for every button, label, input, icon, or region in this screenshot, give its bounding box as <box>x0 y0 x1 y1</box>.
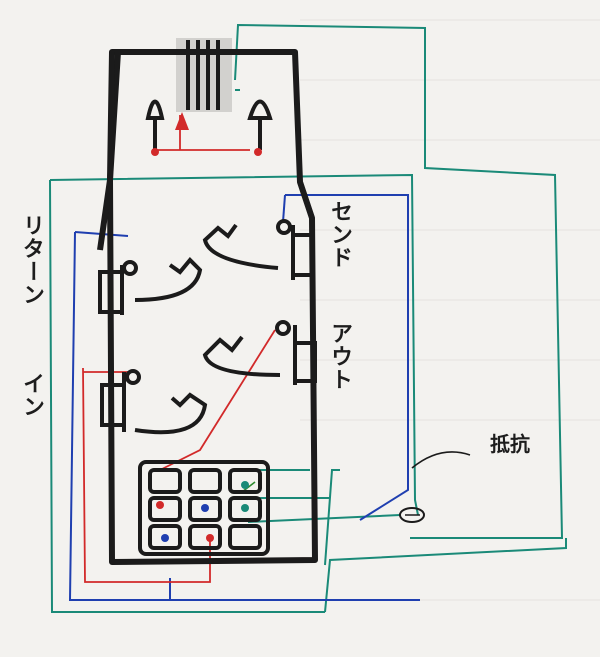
enclosure <box>97 49 318 565</box>
label-out: アウト <box>327 322 352 391</box>
label-resistor: 抵抗 <box>490 432 530 456</box>
jack-send <box>202 219 315 280</box>
led-left-dot <box>151 148 159 156</box>
blue-wires <box>68 194 420 601</box>
paper-texture <box>300 19 600 601</box>
label-return: リターン <box>19 214 44 306</box>
jack-out <box>202 320 317 385</box>
label-send: センド <box>327 200 352 269</box>
jack-return <box>98 257 203 315</box>
label-in: イン <box>19 372 44 418</box>
jack-in <box>100 369 208 435</box>
led-left <box>145 99 165 150</box>
red-arrow-icon <box>175 112 189 130</box>
led-right-dot <box>254 148 262 156</box>
teal-wires <box>49 23 567 613</box>
dc-jack <box>176 38 232 112</box>
footswitch <box>138 460 270 556</box>
footswitch-lugs <box>156 481 249 542</box>
led-right <box>247 99 273 150</box>
resistor <box>399 451 471 523</box>
